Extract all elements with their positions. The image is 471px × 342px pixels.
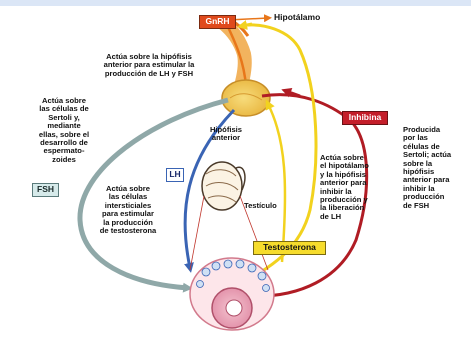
testosterona-box: Testosterona — [253, 241, 326, 255]
lh-action-note: Actúa sobre las células intersticiales p… — [86, 185, 170, 235]
inhibina-box: Inhibina — [342, 111, 388, 125]
hypothalamus-stalk — [222, 22, 245, 82]
hipotalamo-label: Hipotálamo — [274, 13, 320, 21]
fsh-action-note: Actúa sobre las células de Sertoli y, me… — [26, 97, 102, 164]
zoom-line-left — [190, 196, 204, 270]
testiculo-label: Testículo — [244, 202, 277, 210]
inhibina-action-note: Producida por las células de Sertoli; ac… — [403, 126, 469, 210]
tubule-lumen — [226, 300, 242, 316]
testosterona-action-note: Actúa sobre el hipotálamo y la hipófisis… — [320, 154, 392, 221]
fsh-box: FSH — [32, 183, 59, 197]
testis-drawing — [202, 162, 242, 210]
gnrh-action-note: Actúa sobre la hipófisis anterior para e… — [80, 53, 218, 78]
testosterona-to-pituitary — [268, 104, 285, 262]
hipofisis-anterior-label: Hipófisis anterior — [196, 126, 256, 143]
gnrh-box: GnRH — [199, 15, 236, 29]
top-band — [0, 0, 471, 6]
lh-box: LH — [166, 168, 184, 182]
testosterona-arrowhead-top — [242, 24, 252, 26]
anterior-pituitary-gland — [222, 80, 270, 116]
